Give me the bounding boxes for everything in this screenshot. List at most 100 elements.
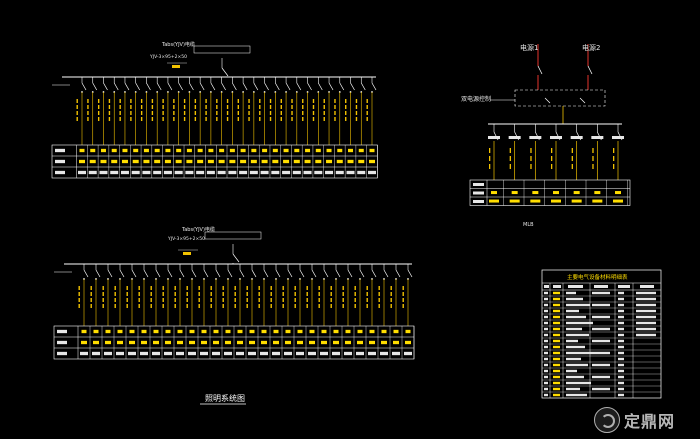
cable-annotation-mark	[259, 117, 261, 121]
cell-mark	[100, 148, 106, 153]
cable-annotation-mark	[248, 117, 250, 121]
cell-mark	[79, 148, 85, 153]
cable-annotation-mark	[345, 111, 347, 115]
legend-cell-mark	[618, 339, 624, 343]
cell-mark	[88, 170, 97, 175]
cable-annotation-mark	[162, 304, 164, 308]
legend-cell-mark	[618, 309, 624, 313]
feeder-breaker	[92, 82, 98, 91]
cell-mark	[348, 148, 354, 153]
cable-annotation-mark	[90, 298, 92, 302]
cell-mark	[120, 170, 129, 175]
legend-cell-mark	[618, 345, 624, 349]
legend-cell-mark	[544, 321, 548, 325]
cable-annotation-mark	[378, 286, 380, 290]
cell-mark	[326, 148, 332, 153]
cell-mark	[141, 340, 147, 345]
legend-symbol-mark	[553, 375, 560, 379]
cable-annotation-mark	[226, 117, 229, 121]
legend-cell-mark	[618, 387, 624, 391]
feeder-breaker	[146, 82, 151, 91]
annotation-mark	[183, 252, 191, 255]
legend-cell-mark	[618, 381, 624, 385]
cable-annotation-mark	[174, 304, 176, 308]
cable-annotation-mark	[312, 99, 315, 103]
right-feeder-label-mark	[570, 136, 583, 139]
cell-mark	[357, 329, 363, 334]
legend-cell-mark	[592, 327, 610, 331]
cable-annotation-mark	[234, 304, 236, 308]
cable-annotation-mark	[97, 105, 100, 109]
cable-annotation-mark	[173, 111, 175, 115]
feeder-breaker	[179, 269, 185, 278]
cable-annotation-mark	[126, 304, 128, 308]
cell-mark	[141, 329, 147, 334]
right-feeder-table	[469, 179, 631, 206]
feeder-breaker	[135, 82, 141, 91]
legend-cell-mark	[618, 327, 624, 331]
cell-mark	[358, 148, 364, 153]
cable-annotation-mark	[294, 304, 296, 308]
cell-mark	[200, 351, 208, 356]
cable-annotation-mark	[222, 304, 224, 308]
cable-annotation-mark	[119, 105, 121, 109]
cell-mark	[229, 148, 235, 153]
cable-annotation-mark	[592, 164, 594, 169]
legend-cell-mark	[566, 387, 580, 391]
cable-annotation-mark	[162, 117, 164, 121]
cell-mark	[292, 170, 301, 175]
feeder-breaker	[328, 82, 334, 91]
cable-annotation-mark	[345, 99, 347, 103]
cell-mark	[128, 351, 136, 356]
cell-mark	[321, 340, 327, 345]
legend-symbol-mark	[553, 363, 560, 367]
cell-mark	[117, 340, 123, 345]
feeder-breaker	[103, 82, 108, 91]
cell-mark	[224, 351, 232, 356]
cell-mark	[333, 329, 339, 334]
cable-annotation-mark	[150, 298, 152, 302]
cable-annotation-mark	[216, 117, 218, 121]
row-header-mark	[55, 159, 65, 164]
cable-annotation-mark	[138, 298, 140, 302]
legend-header-mark	[544, 285, 549, 288]
cable-annotation-mark	[119, 111, 121, 115]
cable-annotation-mark	[114, 304, 116, 308]
cell-mark	[237, 340, 243, 345]
cell-mark	[405, 329, 411, 334]
legend-symbol-mark	[553, 351, 560, 355]
cable-annotation-mark	[258, 292, 260, 296]
cable-annotation-mark	[530, 156, 532, 161]
feeder-breaker	[113, 82, 119, 91]
cell-mark	[356, 351, 364, 356]
legend-cell-mark	[544, 291, 548, 295]
feeder-breaker	[287, 269, 293, 278]
cell-mark	[283, 148, 289, 153]
cell-mark	[272, 351, 280, 356]
cable-annotation-mark	[318, 286, 320, 290]
cable-annotation-mark	[390, 298, 392, 302]
cable-annotation-mark	[173, 117, 175, 121]
row-header-mark	[55, 148, 65, 153]
cable-annotation-mark	[551, 164, 553, 169]
cable-annotation-mark	[306, 298, 308, 302]
feeder-breaker	[350, 82, 355, 91]
cable-annotation-mark	[312, 105, 315, 109]
legend-cell-mark	[544, 351, 548, 355]
cell-mark	[285, 329, 291, 334]
cell-mark	[551, 199, 561, 203]
watermark-text: 定鼎网	[624, 412, 676, 431]
cell-mark	[262, 148, 268, 153]
cell-mark	[381, 340, 387, 345]
legend-cell-mark	[544, 333, 548, 337]
cable-annotation-mark	[210, 292, 212, 296]
bottom-incoming-cable: YJV-3×95+2×50	[167, 236, 205, 242]
cell-mark	[104, 351, 112, 356]
right-panel-label: MLB	[523, 222, 534, 228]
cable-annotation-mark	[162, 292, 164, 296]
cell-mark	[393, 329, 399, 334]
legend-symbol-mark	[553, 381, 560, 385]
legend-cell-mark	[566, 375, 584, 379]
cable-annotation-mark	[222, 286, 224, 290]
cable-annotation-mark	[509, 148, 511, 153]
